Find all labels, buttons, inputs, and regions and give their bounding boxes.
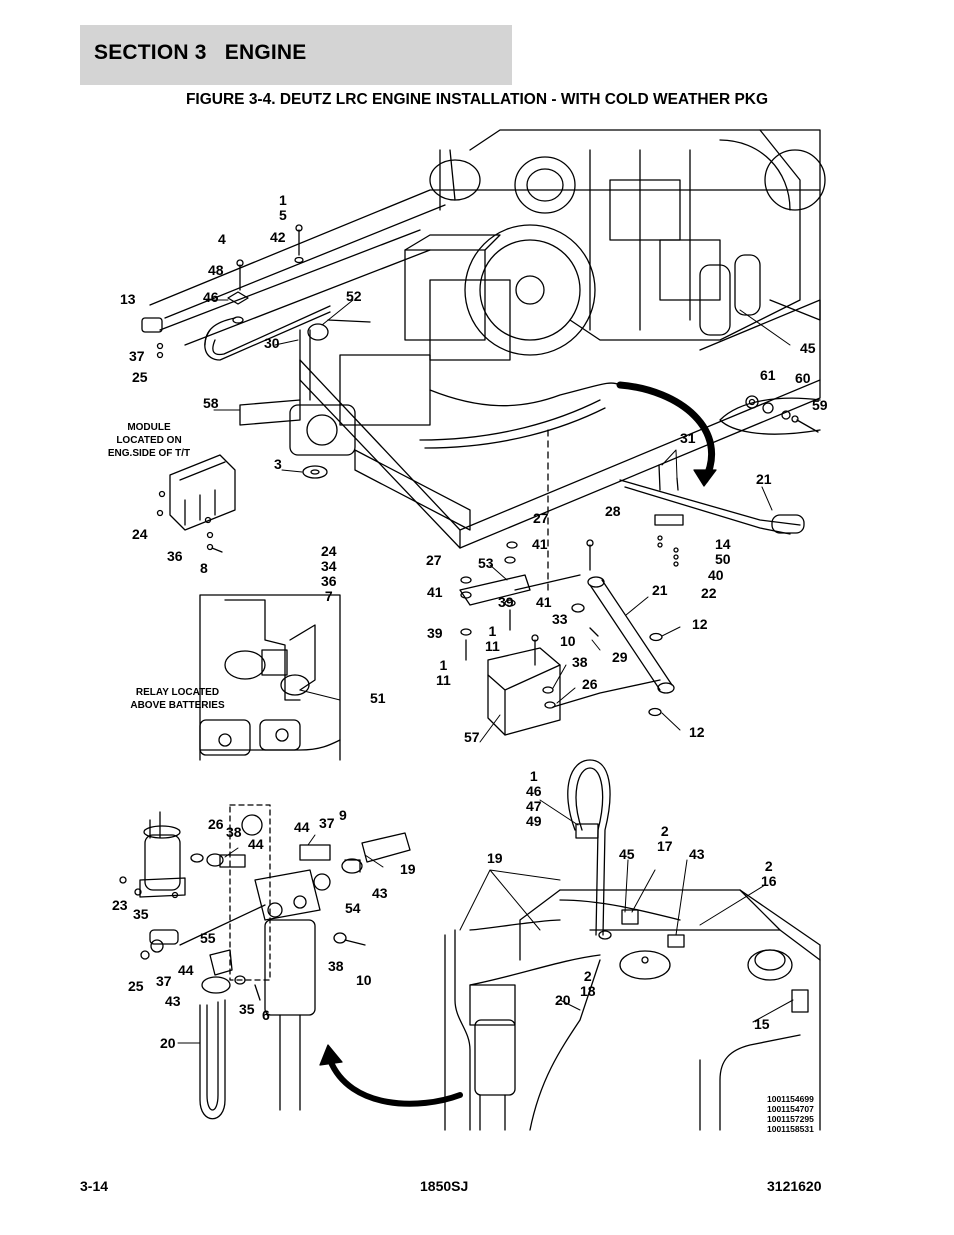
callout-label: 1 11 bbox=[436, 657, 451, 688]
callout-label: 12 bbox=[689, 724, 705, 740]
callout-label: 3 bbox=[274, 456, 282, 472]
callout-label: 25 bbox=[128, 978, 144, 994]
callout-label: 9 bbox=[339, 807, 347, 823]
footer-doc-number: 3121620 bbox=[767, 1178, 822, 1194]
callout-label: 19 bbox=[487, 850, 503, 866]
callout-label: 10 bbox=[560, 633, 576, 649]
callout-label: 31 bbox=[680, 430, 696, 446]
rotation-arrow-top bbox=[616, 381, 717, 487]
callout-label: 21 bbox=[756, 471, 772, 487]
callout-label: 41 bbox=[427, 584, 443, 600]
callout-label: 45 bbox=[619, 846, 635, 862]
callout-label: 28 bbox=[605, 503, 621, 519]
callout-label: 58 bbox=[203, 395, 219, 411]
callout-label: 44 bbox=[178, 962, 194, 978]
callout-label: 19 bbox=[400, 861, 416, 877]
engine-assembly-illustration bbox=[149, 129, 826, 549]
callout-label: 43 bbox=[372, 885, 388, 901]
module-bracket-illustration bbox=[156, 454, 236, 553]
callout-label: 52 bbox=[346, 288, 362, 304]
callout-label: 36 bbox=[167, 548, 183, 564]
callout-label: 41 bbox=[532, 536, 548, 552]
relay-location-note: RELAY LOCATED ABOVE BATTERIES bbox=[130, 687, 225, 711]
callout-label: 43 bbox=[689, 846, 705, 862]
callout-label: 40 bbox=[708, 567, 724, 583]
callout-label: 22 bbox=[701, 585, 717, 601]
footer-model: 1850SJ bbox=[420, 1178, 469, 1194]
callout-label: 1 46 47 49 bbox=[526, 768, 542, 829]
top-hardware-parts bbox=[141, 224, 819, 479]
callout-label: 1 5 bbox=[279, 192, 287, 223]
section-header-bar: SECTION 3 ENGINE bbox=[80, 25, 512, 85]
callout-label: 42 bbox=[270, 229, 286, 245]
rotation-arrow-bottom bbox=[319, 1044, 463, 1107]
fuel-tank-illustration bbox=[444, 759, 821, 1131]
drawing-part-numbers: 1001154699 1001154707 1001157295 1001158… bbox=[767, 1094, 814, 1134]
callout-label: 43 bbox=[165, 993, 181, 1009]
callout-label: 46 bbox=[203, 289, 219, 305]
callout-label: 20 bbox=[160, 1035, 176, 1051]
callout-label: 6 bbox=[262, 1007, 270, 1023]
callout-label: 38 bbox=[328, 958, 344, 974]
callout-label: 26 bbox=[208, 816, 224, 832]
callout-label: 2 17 bbox=[657, 823, 673, 854]
leader-lines bbox=[177, 299, 794, 1044]
callout-label: 37 bbox=[156, 973, 172, 989]
callout-label: 50 bbox=[715, 551, 731, 567]
figure-title: FIGURE 3-4. DEUTZ LRC ENGINE INSTALLATIO… bbox=[185, 91, 769, 108]
section-title: SECTION 3 ENGINE bbox=[94, 41, 307, 64]
callout-label: 33 bbox=[552, 611, 568, 627]
fuel-filter-assembly-illustration bbox=[119, 804, 411, 1120]
callout-label: 38 bbox=[572, 654, 588, 670]
callout-label: 15 bbox=[754, 1016, 770, 1032]
callout-label: 48 bbox=[208, 262, 224, 278]
callout-label: 55 bbox=[200, 930, 216, 946]
callout-label: 2 18 bbox=[580, 968, 596, 999]
module-location-note: MODULE LOCATED ON ENG.SIDE OF T/T bbox=[107, 422, 191, 459]
callout-label: 44 bbox=[248, 836, 264, 852]
callout-label: 44 bbox=[294, 819, 310, 835]
callout-label: 27 bbox=[426, 552, 442, 568]
callout-label: 12 bbox=[692, 616, 708, 632]
callout-label: 14 bbox=[715, 536, 731, 552]
callout-label: 25 bbox=[132, 369, 148, 385]
callout-label: 39 bbox=[427, 625, 443, 641]
callout-label: 27 bbox=[533, 510, 549, 526]
callout-label: 10 bbox=[356, 972, 372, 988]
strut-assembly-illustration bbox=[459, 464, 805, 736]
callout-label: 37 bbox=[129, 348, 145, 364]
callout-label: 1 11 bbox=[485, 623, 500, 654]
callout-label: 54 bbox=[345, 900, 361, 916]
callout-label: 61 bbox=[760, 367, 776, 383]
callout-label: 38 bbox=[226, 824, 242, 840]
callout-label: 57 bbox=[464, 729, 480, 745]
relay-area-illustration bbox=[199, 594, 341, 761]
callout-label: 2 16 bbox=[761, 858, 777, 889]
callout-label: 23 bbox=[112, 897, 128, 913]
callout-label: 30 bbox=[264, 335, 280, 351]
callout-label: 24 bbox=[132, 526, 148, 542]
callout-label: 41 bbox=[536, 594, 552, 610]
callout-label: 51 bbox=[370, 690, 386, 706]
callout-label: 60 bbox=[795, 370, 811, 386]
callout-label: 45 bbox=[800, 340, 816, 356]
callout-label: 4 bbox=[218, 231, 226, 247]
callout-label: 24 34 36 7 bbox=[321, 543, 337, 604]
callout-label: 20 bbox=[555, 992, 571, 1008]
callout-label: 53 bbox=[478, 555, 494, 571]
callout-label: 21 bbox=[652, 582, 668, 598]
callout-label: 26 bbox=[582, 676, 598, 692]
callout-label: 39 bbox=[498, 594, 514, 610]
callout-label: 37 bbox=[319, 815, 335, 831]
callout-label: 59 bbox=[812, 397, 828, 413]
callout-label: 35 bbox=[133, 906, 149, 922]
callout-label: 29 bbox=[612, 649, 628, 665]
callout-label: 35 bbox=[239, 1001, 255, 1017]
callout-label: 8 bbox=[200, 560, 208, 576]
callout-label: 13 bbox=[120, 291, 136, 307]
footer-page-number: 3-14 bbox=[80, 1178, 109, 1194]
